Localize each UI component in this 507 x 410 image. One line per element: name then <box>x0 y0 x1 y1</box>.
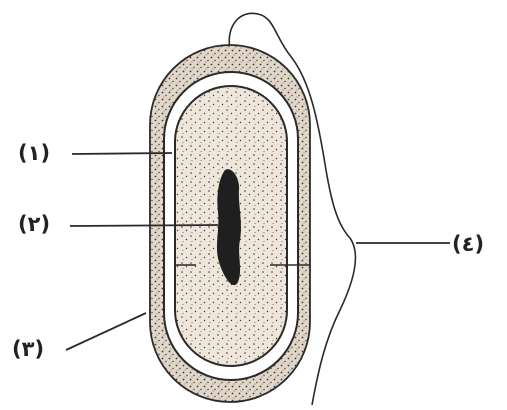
label-3: (٣) <box>12 339 44 360</box>
leader-line-3 <box>66 313 146 350</box>
label-1: (١) <box>18 143 50 164</box>
leader-line-2 <box>70 225 218 226</box>
leader-line-1 <box>72 153 172 154</box>
label-2: (٢) <box>18 214 50 235</box>
label-4: (٤) <box>452 234 484 255</box>
